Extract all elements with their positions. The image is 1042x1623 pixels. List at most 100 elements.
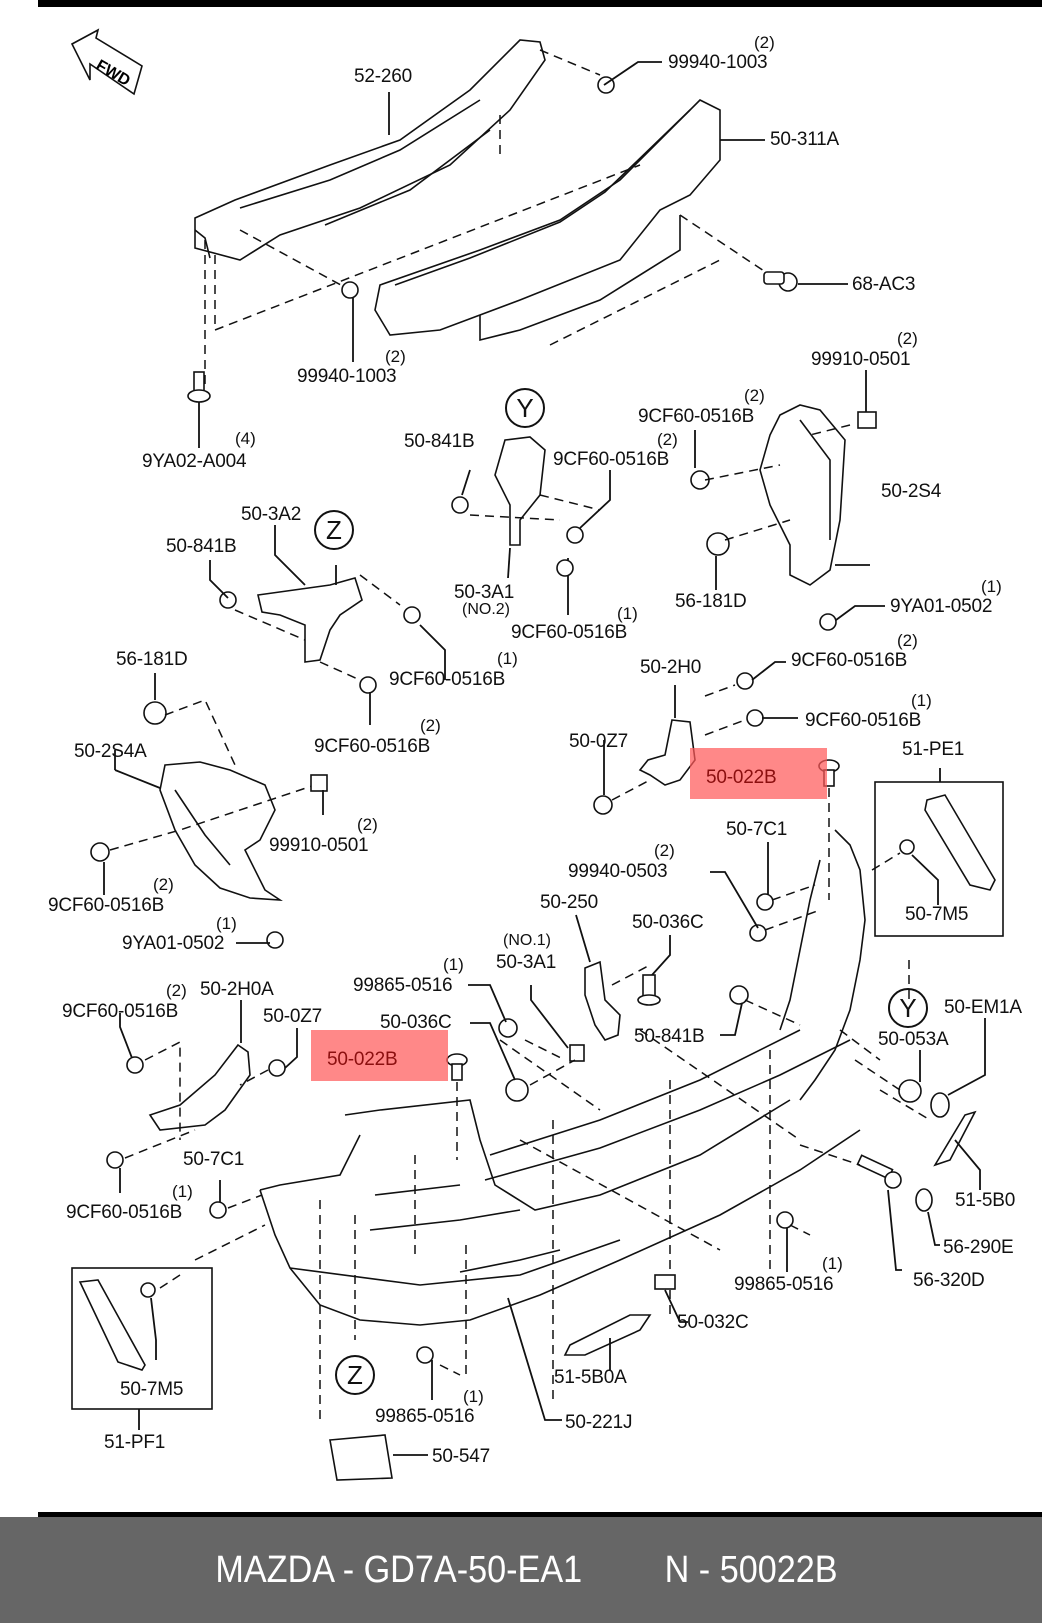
part-label[interactable]: 9CF60-0516B	[791, 650, 908, 671]
part-qty: (4)	[235, 429, 256, 448]
part-qty: (1)	[981, 577, 1002, 596]
part-label[interactable]: 99910-0501	[269, 835, 369, 856]
part-qty: (1)	[216, 914, 237, 933]
part-label[interactable]: 9CF60-0516B	[553, 449, 670, 470]
part-label[interactable]: 51-5B0	[955, 1190, 1016, 1211]
part-51-pe1-box	[874, 781, 1004, 937]
part-label[interactable]: 99910-0501	[811, 349, 911, 370]
part-label[interactable]: 50-841B	[404, 431, 475, 452]
part-52-260-drawing	[194, 39, 546, 261]
part-label[interactable]: 50-036C	[380, 1012, 452, 1033]
part-label[interactable]: 9CF60-0516B	[62, 1001, 179, 1022]
part-qty: (2)	[357, 815, 378, 834]
part-label[interactable]: 51-5B0A	[554, 1367, 627, 1388]
part-label[interactable]: 68-AC3	[852, 274, 916, 295]
part-label[interactable]: 50-250	[540, 892, 598, 913]
part-label[interactable]: 56-181D	[675, 591, 747, 612]
part-label[interactable]: 9YA01-0502	[890, 596, 993, 617]
cap-50-em1a-icon	[930, 1092, 950, 1118]
part-label[interactable]: 9YA01-0502	[122, 933, 225, 954]
part-label[interactable]: 50-0Z7	[569, 731, 629, 752]
bolt-icon	[106, 1151, 124, 1169]
part-note: (NO.1)	[503, 932, 551, 949]
part-qty: (2)	[657, 430, 678, 449]
bolt-99865-icon	[776, 1211, 794, 1229]
top-border	[38, 0, 1042, 7]
clip-50-0z7-icon	[268, 1059, 286, 1077]
part-label-highlighted[interactable]: 50-022B	[706, 767, 777, 788]
part-50-2s4-drawing	[759, 404, 846, 586]
part-qty: (1)	[497, 649, 518, 668]
part-label[interactable]: 9CF60-0516B	[314, 736, 431, 757]
part-label[interactable]: 99940-1003	[668, 52, 768, 73]
bolt-icon	[819, 613, 837, 631]
part-qty: (2)	[385, 347, 406, 366]
part-label[interactable]: 9CF60-0516B	[805, 710, 922, 731]
part-label[interactable]: 52-260	[354, 66, 412, 87]
nut-99940-0503-icon	[749, 924, 767, 942]
part-label[interactable]: 50-2S4A	[74, 741, 147, 762]
part-label[interactable]: 50-547	[432, 1446, 490, 1467]
part-label[interactable]: 50-053A	[878, 1029, 949, 1050]
nut-50-053a-icon	[898, 1079, 922, 1103]
part-label[interactable]: 56-181D	[116, 649, 188, 670]
part-label[interactable]: 51-PF1	[104, 1432, 166, 1453]
bolt-icon	[736, 672, 754, 690]
part-label[interactable]: 99865-0516	[353, 975, 453, 996]
reference-marker-z: Z	[335, 1355, 375, 1395]
part-label[interactable]: 50-311A	[770, 129, 840, 150]
part-label[interactable]: 56-290E	[943, 1237, 1014, 1258]
bolt-9ya02-icon	[187, 371, 211, 403]
part-label[interactable]: 50-3A1	[496, 952, 557, 973]
part-51-pf1-box	[71, 1267, 213, 1410]
part-label[interactable]: 50-3A2	[241, 504, 302, 525]
part-label[interactable]: 56-320D	[913, 1270, 985, 1291]
part-label[interactable]: 50-0Z7	[263, 1006, 323, 1027]
part-label[interactable]: 50-EM1A	[944, 997, 1022, 1018]
part-label[interactable]: 99865-0516	[375, 1406, 475, 1427]
cap-56-290e-icon	[915, 1188, 933, 1212]
part-label[interactable]: 50-032C	[677, 1312, 749, 1333]
part-label[interactable]: 50-7C1	[183, 1149, 245, 1170]
part-label[interactable]: 50-2S4	[881, 481, 942, 502]
tow-hook-56-320d-icon	[856, 1154, 902, 1189]
part-label[interactable]: 50-7C1	[726, 819, 788, 840]
part-label[interactable]: 50-7M5	[905, 904, 969, 925]
part-label[interactable]: 99940-1003	[297, 366, 397, 387]
part-label[interactable]: 9CF60-0516B	[638, 406, 755, 427]
part-label[interactable]: 50-221J	[565, 1412, 633, 1433]
part-label[interactable]: 50-7M5	[120, 1379, 184, 1400]
part-qty: (2)	[744, 386, 765, 405]
part-label[interactable]: 9YA02-A004	[142, 451, 247, 472]
bolt-icon	[566, 526, 584, 544]
highlight-50-022b	[690, 748, 827, 799]
bolt-icon	[359, 676, 377, 694]
part-label[interactable]: 50-2H0	[640, 657, 702, 678]
part-51-5b0-drawing	[933, 1110, 977, 1167]
part-50-221j-drawing	[259, 1029, 861, 1326]
part-label[interactable]: 99865-0516	[734, 1274, 834, 1295]
footer-reference: N - 50022B	[664, 1548, 838, 1591]
screw-50-7m5-icon	[140, 1282, 156, 1298]
part-label[interactable]: 50-036C	[632, 912, 704, 933]
part-label-highlighted[interactable]: 50-022B	[327, 1049, 398, 1070]
part-label[interactable]: 99940-0503	[568, 861, 668, 882]
part-label[interactable]: 50-3A1	[454, 582, 515, 603]
part-label[interactable]: 9CF60-0516B	[511, 622, 628, 643]
clip-50-0z7-icon	[593, 795, 613, 815]
bolt-icon	[403, 606, 421, 624]
footer-part-number: MAZDA - GD7A-50-EA1	[215, 1548, 583, 1591]
part-label[interactable]: 50-841B	[166, 536, 237, 557]
bolt-icon	[690, 470, 710, 490]
part-qty: (1)	[443, 955, 464, 974]
reference-marker-y: Y	[505, 388, 545, 428]
part-label[interactable]: 50-841B	[634, 1026, 705, 1047]
part-label[interactable]: 9CF60-0516B	[48, 895, 165, 916]
bolt-99865-icon	[416, 1346, 434, 1364]
part-label[interactable]: 50-2H0A	[200, 979, 274, 1000]
part-50-2h0-drawing	[638, 719, 696, 786]
part-label[interactable]: 51-PE1	[902, 739, 965, 760]
part-label[interactable]: 9CF60-0516B	[389, 669, 506, 690]
part-label[interactable]: 9CF60-0516B	[66, 1202, 183, 1223]
diagram-drawing: FWD	[70, 28, 1004, 1481]
